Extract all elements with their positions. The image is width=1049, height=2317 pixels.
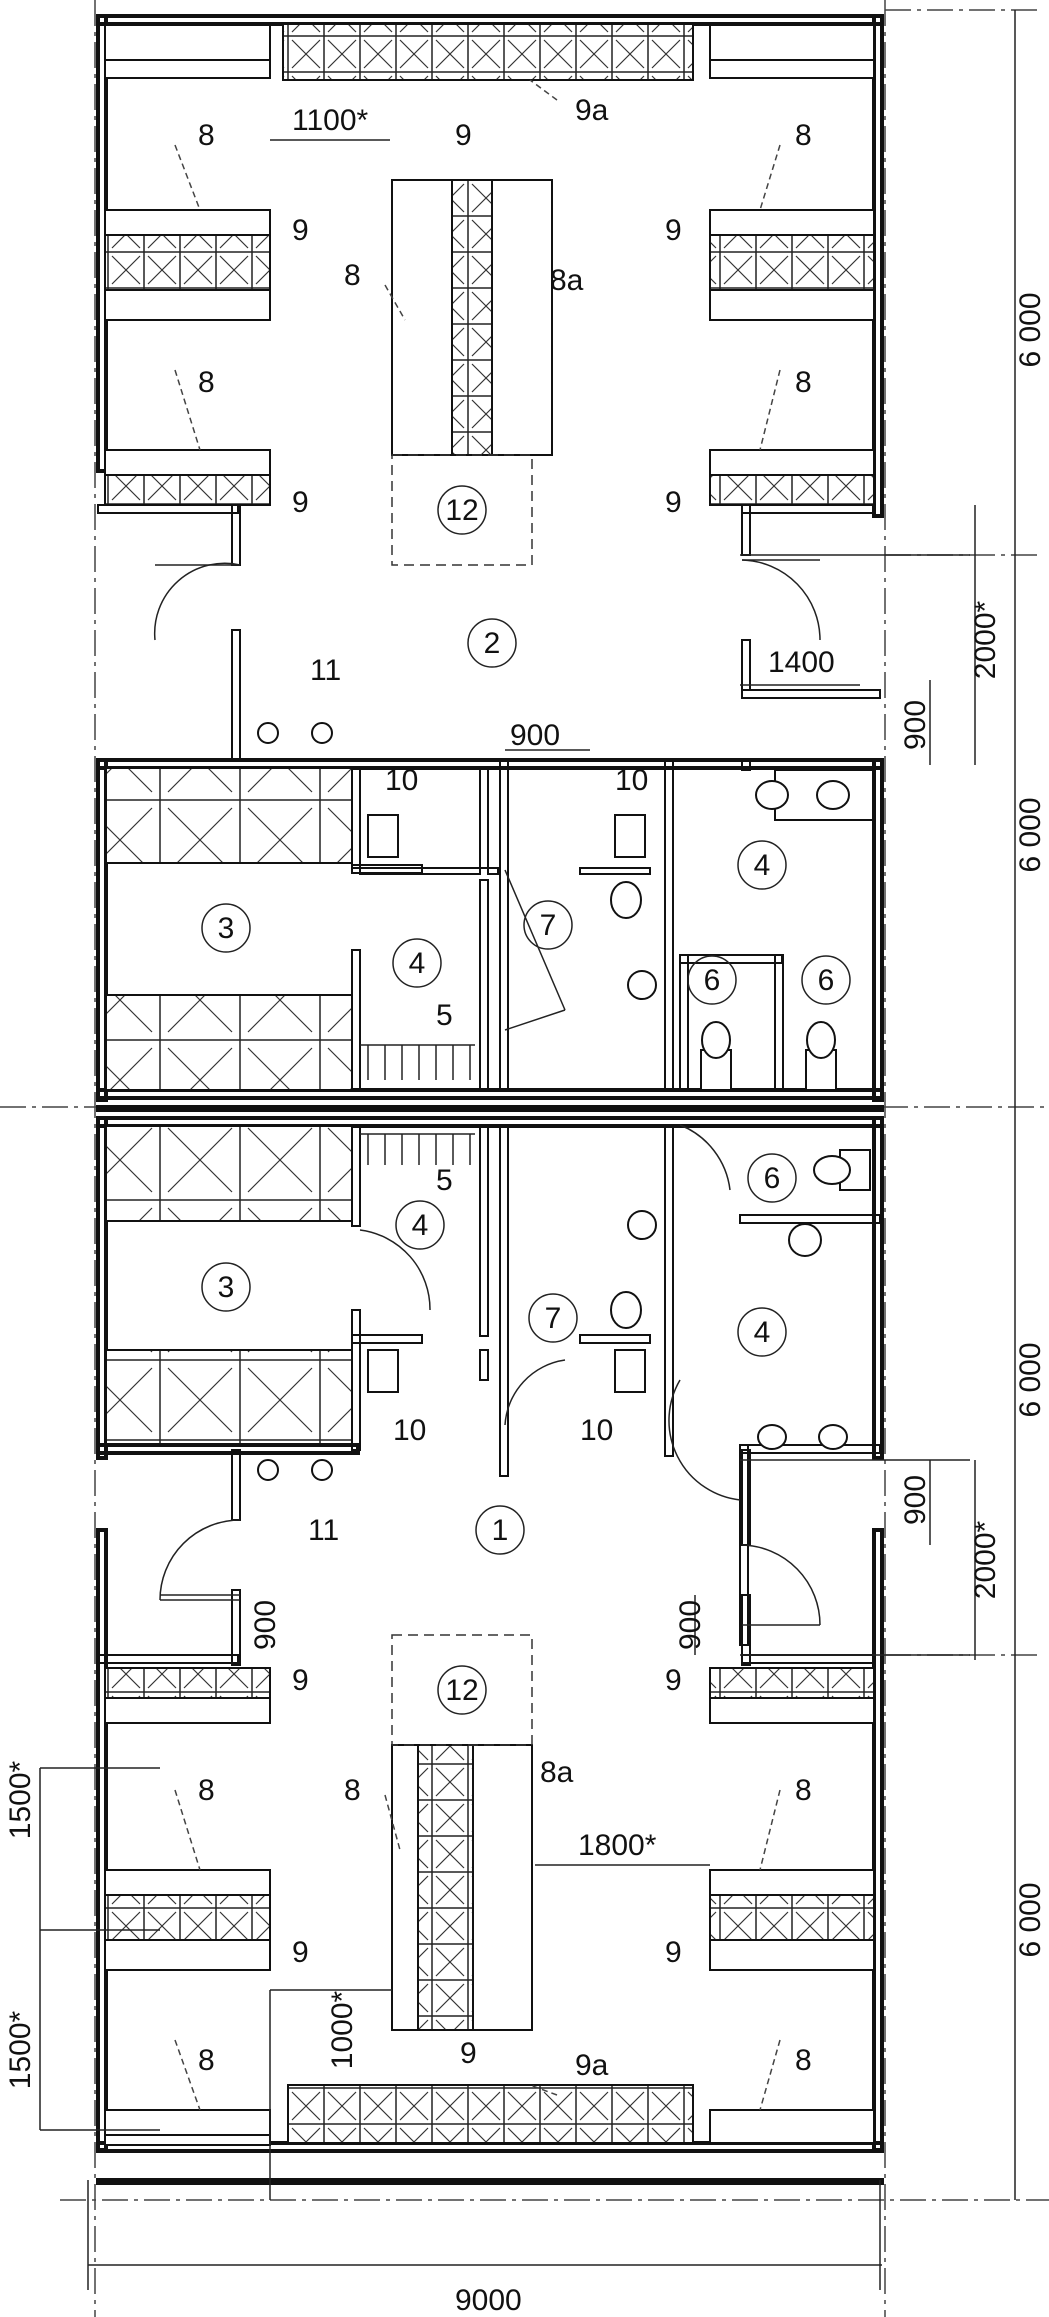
room-3-top: 3 <box>218 912 235 945</box>
label-900-top-right: 900 <box>899 700 932 750</box>
label-10: 10 <box>393 1414 426 1447</box>
room-6-top-b: 6 <box>818 964 835 997</box>
label-5: 5 <box>436 1164 453 1197</box>
room-6-top-a: 6 <box>704 964 721 997</box>
label-9: 9 <box>292 486 309 519</box>
label-8a: 8a <box>540 1756 574 1789</box>
label-2000-top: 2000* <box>969 600 1002 679</box>
label-9: 9 <box>292 1936 309 1969</box>
room-4-bottom-b: 4 <box>754 1316 771 1349</box>
label-11: 11 <box>310 654 341 687</box>
dimension-lines <box>39 10 1016 2290</box>
upper-sanitary <box>96 722 884 1100</box>
room-7-top: 7 <box>540 909 557 942</box>
label-8: 8 <box>795 119 812 152</box>
room-4-top-a: 4 <box>409 947 426 980</box>
label-5: 5 <box>436 999 453 1032</box>
label-10: 10 <box>580 1414 613 1447</box>
label-6000-1: 6 000 <box>1014 292 1047 367</box>
label-9: 9 <box>455 119 472 152</box>
label-900-bottom-right-b: 900 <box>674 1600 707 1650</box>
label-2000-bottom: 2000* <box>969 1520 1002 1599</box>
label-8: 8 <box>198 366 215 399</box>
label-9: 9 <box>292 1664 309 1697</box>
label-6000-3: 6 000 <box>1014 1342 1047 1417</box>
label-1400: 1400 <box>768 646 835 679</box>
label-8: 8 <box>795 366 812 399</box>
upper-lockers <box>104 23 875 566</box>
annotation-labels: 8 9 8 9 1100* 9 8 8a 9a 8 9 8 9 11 900 1… <box>4 94 1047 2317</box>
label-6000-2: 6 000 <box>1014 797 1047 872</box>
room-4-top-b: 4 <box>754 849 771 882</box>
label-6000-4: 6 000 <box>1014 1882 1047 1957</box>
lower-sanitary <box>96 1124 881 1646</box>
label-8: 8 <box>795 2044 812 2077</box>
label-9a: 9a <box>575 94 609 127</box>
room-2: 2 <box>484 627 501 660</box>
label-8a: 8a <box>550 264 584 297</box>
label-9a: 9a <box>575 2049 609 2082</box>
leader-lines <box>174 79 781 2111</box>
label-8: 8 <box>344 1774 361 1807</box>
label-9: 9 <box>292 214 309 247</box>
lower-lockers <box>97 1449 875 2146</box>
room-12-bottom: 12 <box>445 1674 478 1707</box>
room-4-bottom-a: 4 <box>412 1209 429 1242</box>
label-10: 10 <box>615 764 648 797</box>
label-9: 9 <box>665 1936 682 1969</box>
room-3-bottom: 3 <box>218 1271 235 1304</box>
room-12-top: 12 <box>445 494 478 527</box>
label-900-bottom-left: 900 <box>249 1600 282 1650</box>
label-900-bottom-right-a: 900 <box>899 1475 932 1525</box>
label-8: 8 <box>795 1774 812 1807</box>
label-8: 8 <box>198 2044 215 2077</box>
label-1800: 1800* <box>578 1829 657 1862</box>
label-1000: 1000* <box>326 1990 359 2069</box>
label-9: 9 <box>460 2037 477 2070</box>
label-8: 8 <box>198 1774 215 1807</box>
label-9: 9 <box>665 486 682 519</box>
label-9: 9 <box>665 1664 682 1697</box>
label-8: 8 <box>344 259 361 292</box>
label-1500-b: 1500* <box>4 2010 37 2089</box>
label-9: 9 <box>665 214 682 247</box>
room-numbers: 12 2 3 4 7 4 6 6 6 3 4 7 4 1 12 <box>201 485 851 1715</box>
label-1100: 1100* <box>292 104 369 137</box>
label-900: 900 <box>510 719 560 752</box>
label-11: 11 <box>308 1514 339 1547</box>
room-1: 1 <box>492 1514 509 1547</box>
label-9000: 9000 <box>455 2284 522 2317</box>
label-10: 10 <box>385 764 418 797</box>
label-1500-a: 1500* <box>4 1760 37 1839</box>
room-7-bottom: 7 <box>545 1302 562 1335</box>
label-8: 8 <box>198 119 215 152</box>
room-6-bottom: 6 <box>764 1162 781 1195</box>
